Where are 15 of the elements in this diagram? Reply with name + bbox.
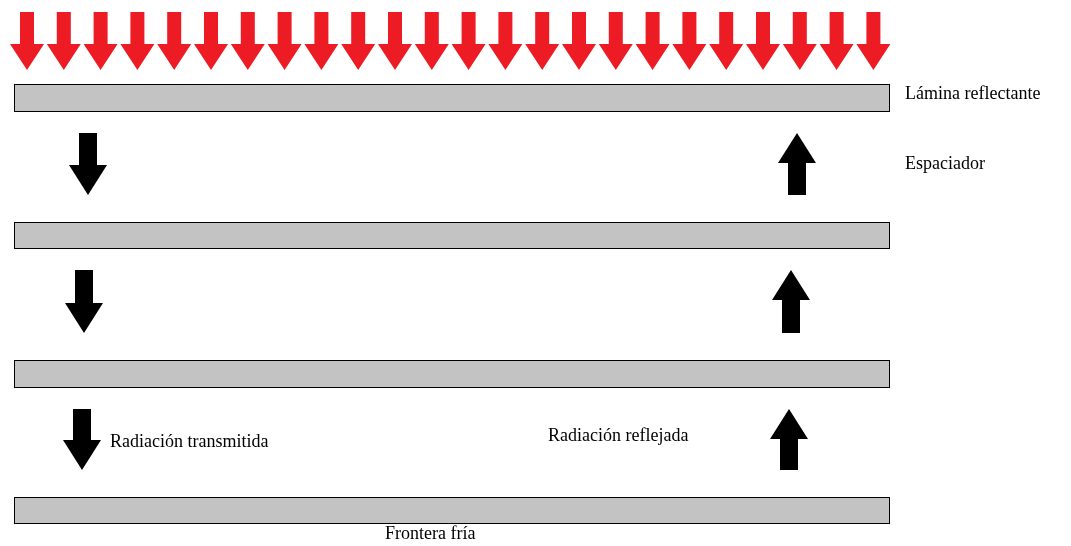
block-arrow bbox=[770, 409, 808, 470]
layer-label: Lámina reflectante bbox=[905, 84, 1041, 104]
layer-bar bbox=[14, 84, 890, 112]
block-arrow bbox=[772, 270, 810, 333]
annotation-label: Radiación transmitida bbox=[110, 432, 269, 452]
block-arrow bbox=[65, 270, 103, 333]
layer-bar bbox=[14, 360, 890, 388]
block-arrow bbox=[778, 133, 816, 195]
block-arrow bbox=[63, 409, 101, 470]
layer-bar bbox=[14, 497, 890, 524]
annotation-label: Espaciador bbox=[905, 154, 985, 174]
layer-bar bbox=[14, 222, 890, 249]
annotation-label: Radiación reflejada bbox=[548, 426, 689, 446]
layer-label: Frontera fría bbox=[385, 524, 476, 544]
block-arrow bbox=[69, 133, 107, 195]
